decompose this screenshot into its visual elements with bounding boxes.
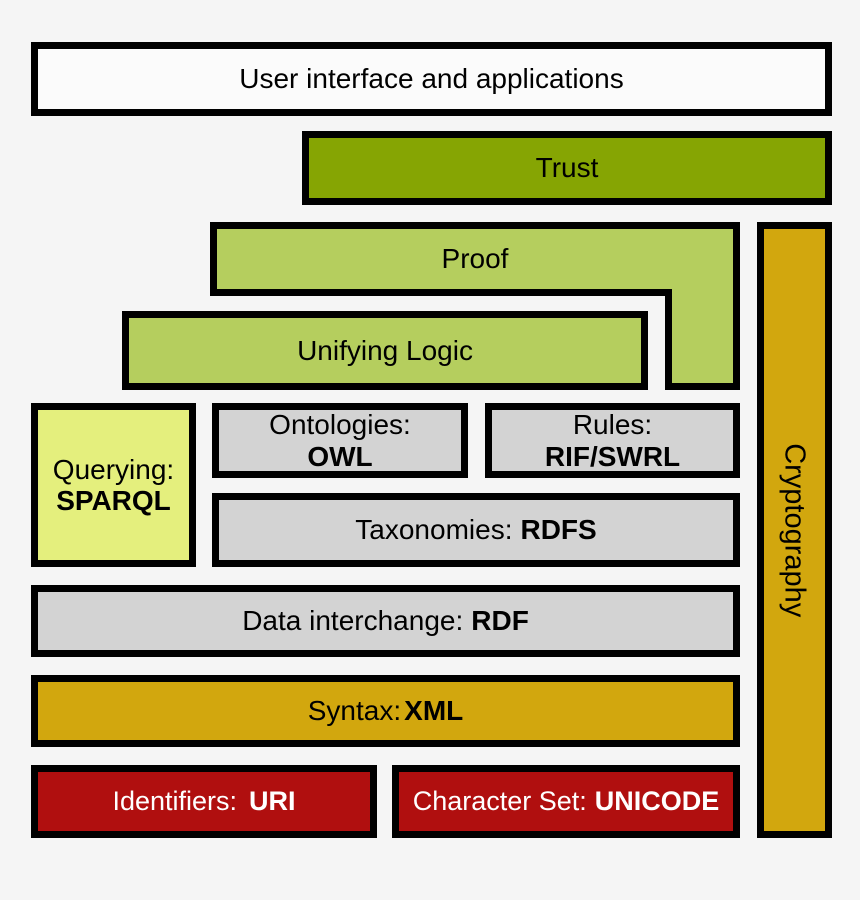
layer-ontologies-owl: Ontologies: OWL (212, 403, 468, 478)
layer-identifiers-uri: Identifiers: URI (31, 765, 377, 838)
layer-syntax-xml: Syntax: XML (31, 675, 740, 747)
layer-querying-sparql: Querying: SPARQL (31, 403, 196, 567)
taxonomies-category-label: Taxonomies: (355, 514, 513, 546)
rules-technology-label: RIF/SWRL (544, 440, 681, 472)
querying-technology-label: SPARQL (56, 485, 171, 516)
identifiers-category-label: Identifiers: (112, 786, 238, 817)
layer-trust: Trust (302, 131, 832, 205)
data-interchange-category-label: Data interchange: (242, 605, 464, 637)
taxonomies-technology-label: RDFS (520, 514, 597, 546)
cryptography-label: Cryptography (778, 442, 811, 618)
layer-proof-label: Proof (441, 243, 509, 275)
syntax-category-label: Syntax: (307, 695, 402, 727)
layer-cryptography: Cryptography (757, 222, 832, 838)
ontologies-category-label: Ontologies: (269, 409, 411, 441)
data-interchange-technology-label: RDF (471, 605, 529, 637)
layer-unifying-logic-label: Unifying Logic (297, 334, 473, 366)
layer-trust-label: Trust (535, 152, 599, 184)
rules-category-label: Rules: (572, 409, 653, 441)
layer-rules-rif-swrl: Rules: RIF/SWRL (485, 403, 740, 478)
layer-ui-applications-label: User interface and applications (239, 63, 624, 95)
identifiers-technology-label: URI (249, 786, 296, 817)
layer-taxonomies-rdfs: Taxonomies: RDFS (212, 493, 740, 567)
layer-ui-applications: User interface and applications (31, 42, 832, 116)
character-set-category-label: Character Set: (412, 786, 587, 817)
character-set-technology-label: UNICODE (594, 786, 720, 817)
layer-proof-arm (665, 289, 740, 390)
syntax-technology-label: XML (404, 695, 464, 727)
layer-proof: Proof (210, 222, 740, 296)
ontologies-technology-label: OWL (307, 440, 373, 472)
layer-character-set-unicode: Character Set: UNICODE (392, 765, 740, 838)
querying-category-label: Querying: (52, 453, 175, 485)
layer-unifying-logic: Unifying Logic (122, 311, 648, 390)
layer-data-interchange-rdf: Data interchange: RDF (31, 585, 740, 657)
